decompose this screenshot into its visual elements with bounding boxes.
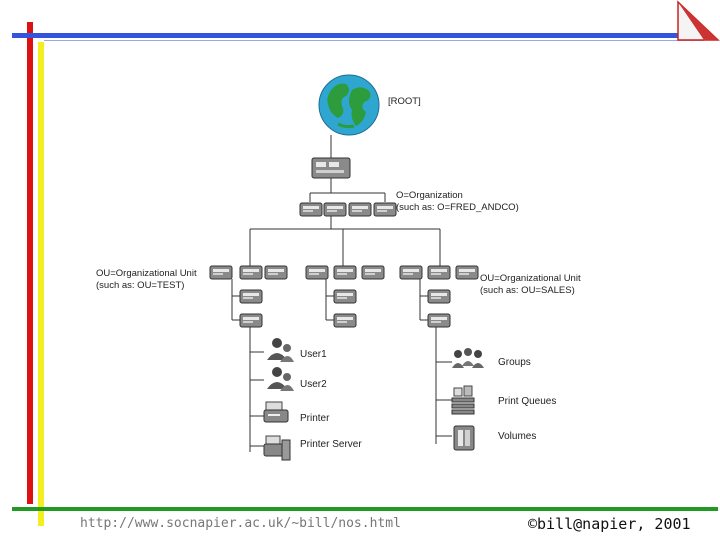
top-thin-line: [44, 40, 704, 41]
leaf-label-printer: Printer: [300, 413, 330, 424]
red-vertical-bar: [27, 22, 33, 504]
volume-icon: [453, 425, 475, 451]
ou-left-label: OU=Organizational Unit: [96, 268, 197, 279]
green-bottom-bar: [12, 507, 718, 511]
corner-triangle-icon: [677, 0, 720, 41]
print-queue-icon: [451, 385, 475, 415]
printer-icon: [263, 401, 289, 423]
org-example: (such as: O=FRED_ANDCO): [396, 202, 519, 213]
ou-left-example: (such as: OU=TEST): [96, 280, 185, 291]
printer-server-icon: [263, 435, 291, 461]
footer-copyright: ©bill@napier, 2001: [528, 515, 691, 533]
leaf-label-printer-server: Printer Server: [300, 439, 362, 450]
leaf-label-user2: User2: [300, 379, 327, 390]
user-icon: [267, 367, 294, 391]
footer-url-link[interactable]: http://www.socnapier.ac.uk/~bill/nos.htm…: [80, 516, 401, 531]
org-container-icon: [311, 157, 351, 179]
ou-right-example: (such as: OU=SALES): [480, 285, 575, 296]
leaf-label-print-queues: Print Queues: [498, 396, 557, 407]
org-row-icons: [299, 202, 397, 217]
user-icon: [267, 338, 294, 362]
yellow-vertical-bar: [38, 42, 44, 526]
leaf-label-user1: User1: [300, 349, 327, 360]
ou-right-icons: [399, 265, 479, 328]
leaf-label-volumes: Volumes: [498, 431, 537, 442]
ou-right-label: OU=Organizational Unit: [480, 273, 581, 284]
leaf-label-groups: Groups: [498, 357, 531, 368]
root-label: [ROOT]: [388, 96, 421, 107]
ou-middle-icons: [305, 265, 385, 328]
org-label: O=Organization: [396, 190, 463, 201]
root-globe-icon: [318, 74, 380, 136]
ou-left-icons: [209, 265, 288, 328]
group-icon: [452, 348, 484, 368]
blue-top-bar: [12, 33, 702, 38]
